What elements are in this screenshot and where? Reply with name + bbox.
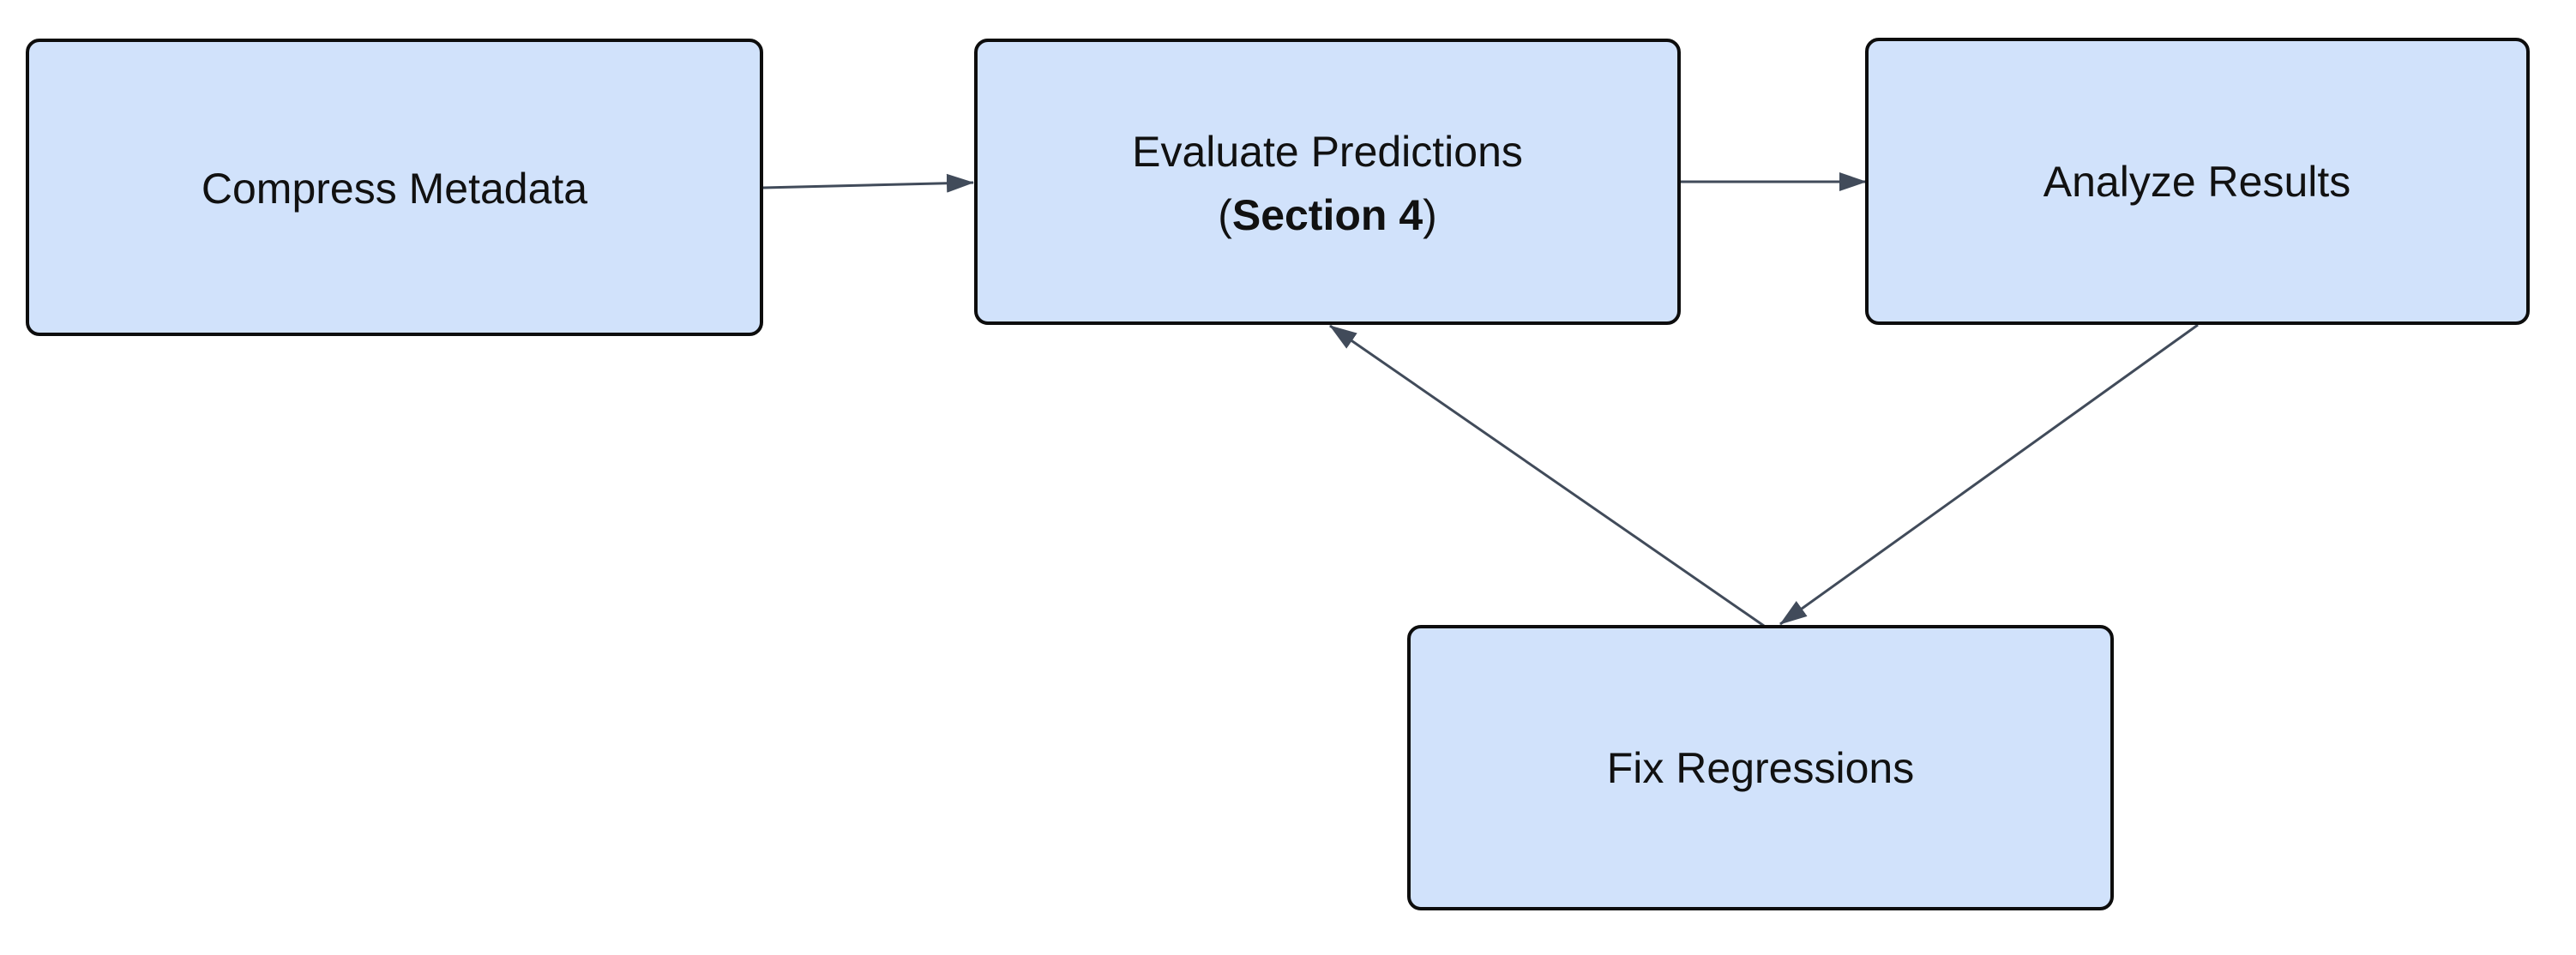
node-compress-metadata: Compress Metadata [26,39,763,336]
node-evaluate-predictions: Evaluate Predictions (Section 4) [974,39,1681,325]
node-box-fix-regressions [1407,625,2114,910]
section-4-bold-text: Section 4 [1232,191,1423,239]
node-box-compress-metadata [26,39,763,336]
node-analyze-results: Analyze Results [1865,38,2530,325]
node-box-analyze-results [1865,38,2530,325]
edges-layer [762,172,2199,628]
node-label-evaluate-predictions-line1: Evaluate Predictions [1132,128,1523,176]
edge-compress-to-evaluate [762,173,974,193]
node-fix-regressions: Fix Regressions [1407,625,2114,910]
node-box-evaluate-predictions [974,39,1681,325]
edge-analyze-to-fix [1779,323,2199,626]
node-label-fix-regressions: Fix Regressions [1607,744,1914,792]
node-label-compress-metadata: Compress Metadata [202,165,587,213]
paren-open: ( [1218,191,1232,239]
edge-fix-to-evaluate [1329,324,1765,628]
node-label-evaluate-predictions-line2: (Section 4) [1218,191,1437,239]
node-label-analyze-results: Analyze Results [2043,158,2351,206]
paren-close: ) [1423,191,1437,239]
